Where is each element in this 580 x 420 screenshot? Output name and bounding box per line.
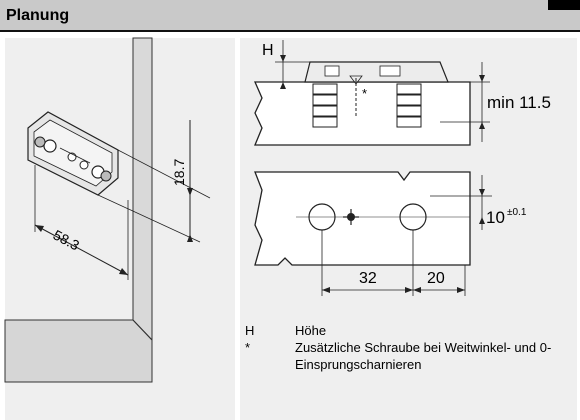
dim-32-label: 32 — [359, 270, 377, 287]
dim-ext-line-top — [117, 149, 211, 199]
legend-row-h: H Höhe — [245, 322, 575, 339]
legend: H Höhe * Zusätzliche Schraube bei Weitwi… — [245, 322, 575, 373]
legend-value: Höhe — [295, 323, 327, 338]
corner-edge — [132, 319, 153, 341]
legend-key: H — [245, 323, 255, 338]
legend-key: * — [245, 340, 251, 355]
dim-ext-line-bottom — [97, 194, 201, 243]
dowel-left — [312, 83, 338, 128]
header-tab-marker — [548, 0, 580, 10]
tol-dim-superscript: ±0.1 — [507, 207, 527, 218]
tol-dim-label: 10 — [486, 208, 505, 227]
legend-row-star: * Zusätzliche Schraube bei Weitwinkel- u… — [245, 339, 575, 373]
min-depth-label: min 11.5 — [487, 93, 551, 112]
mounting-plate-iso — [27, 111, 119, 196]
top-board — [254, 171, 471, 266]
cabinet-bottom-panel — [4, 319, 153, 383]
section-title: Planung — [6, 7, 70, 24]
dim-width-line — [34, 224, 129, 276]
section-header: Planung — [0, 0, 580, 30]
dim-height-label: 18.7 — [171, 159, 187, 186]
dowel-right — [396, 83, 422, 128]
header-divider — [0, 30, 580, 32]
legend-value: Zusätzliche Schraube bei Weitwinkel- und… — [295, 340, 552, 372]
side-plate — [304, 61, 449, 83]
dim-20-label: 20 — [427, 270, 445, 287]
height-label: H — [262, 42, 274, 59]
screw-star-label: * — [362, 86, 367, 101]
